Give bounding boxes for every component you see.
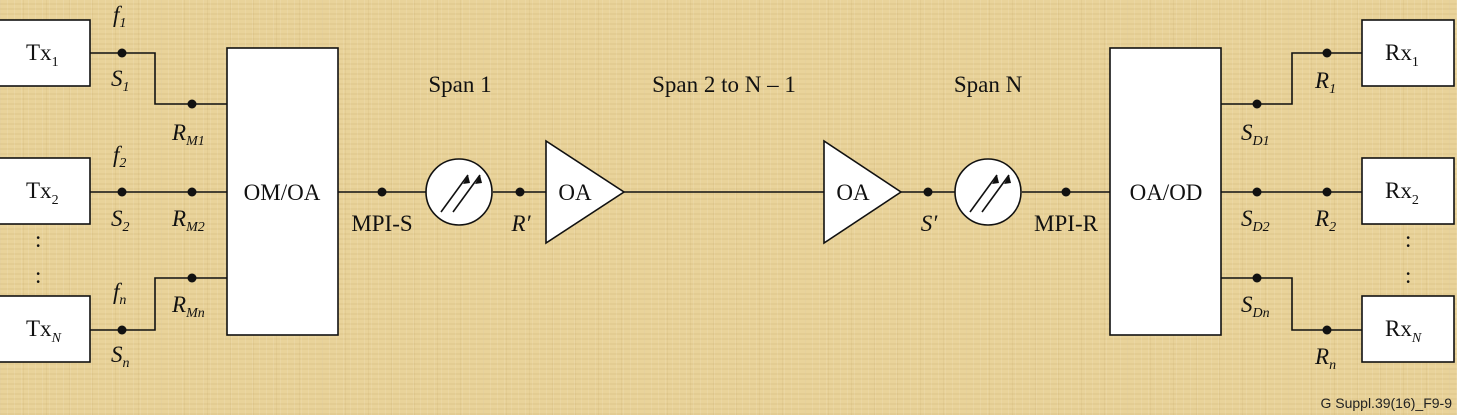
tx-ellipsis-upper: : (35, 227, 41, 252)
tx-wires (90, 52, 227, 331)
rx-ellipsis-lower: : (1405, 263, 1411, 288)
connector-icon-span-1 (425, 158, 493, 226)
rm-label-1: RM1 (171, 120, 205, 149)
svg-text:Rx1: Rx1 (1385, 40, 1419, 70)
demux-box: OA/OD (1109, 47, 1222, 336)
span-1-label: Span 1 (428, 72, 491, 97)
f-label-2: f2 (113, 142, 126, 171)
f-label-1: f1 (113, 2, 126, 31)
figure-reference: G Suppl.39(16)_F9-9 (1320, 395, 1452, 411)
span-n-label: Span N (954, 72, 1023, 97)
svg-text:Tx1: Tx1 (26, 40, 59, 70)
tx-2: Tx2 (0, 157, 91, 225)
f-label-n: fn (113, 279, 126, 308)
mpi-s-label: MPI-S (351, 211, 412, 236)
mpi-r-label: MPI-R (1034, 211, 1099, 236)
s-label-2: S2 (111, 206, 130, 235)
rx-ellipsis-upper: : (1405, 227, 1411, 252)
connector-icon-span-n (954, 158, 1022, 226)
svg-text:RxN: RxN (1385, 316, 1422, 346)
r-prime-label: R′ (510, 211, 531, 236)
span-middle-label: Span 2 to N – 1 (652, 72, 796, 97)
mux-box: OM/OA (226, 47, 339, 336)
s-prime-label: S′ (921, 211, 939, 236)
tx-1: Tx1 (0, 19, 91, 87)
sd-label-n: SDn (1241, 292, 1270, 321)
amplifier-2: OA (823, 139, 903, 245)
svg-text:TxN: TxN (26, 316, 62, 346)
line-reference-points (377, 187, 1071, 197)
s-label-n: Sn (111, 342, 130, 371)
rx-wires (1221, 52, 1362, 331)
tx-ellipsis-lower: : (35, 263, 41, 288)
tx-n: TxN (0, 295, 91, 363)
rx-2: Rx2 (1361, 157, 1455, 225)
rm-label-n: RMn (171, 292, 205, 321)
r-label-2: R2 (1314, 206, 1336, 235)
s-label-1: S1 (111, 66, 130, 95)
svg-text:OA/OD: OA/OD (1130, 180, 1203, 205)
tx-reference-points (117, 48, 197, 335)
svg-text:OM/OA: OM/OA (244, 180, 321, 205)
sd-label-2: SD2 (1241, 206, 1270, 235)
svg-text:Rx2: Rx2 (1385, 178, 1419, 208)
rx-reference-points (1252, 48, 1332, 335)
r-label-1: R1 (1314, 68, 1336, 97)
svg-text:OA: OA (836, 180, 870, 205)
sd-label-1: SD1 (1241, 120, 1270, 149)
rm-label-2: RM2 (171, 206, 205, 235)
rx-n: RxN (1361, 295, 1455, 363)
r-label-n: Rn (1314, 344, 1336, 373)
amplifier-1: OA (545, 139, 626, 245)
rx-1: Rx1 (1361, 19, 1455, 87)
svg-text:OA: OA (558, 180, 592, 205)
svg-text:Tx2: Tx2 (26, 178, 59, 208)
